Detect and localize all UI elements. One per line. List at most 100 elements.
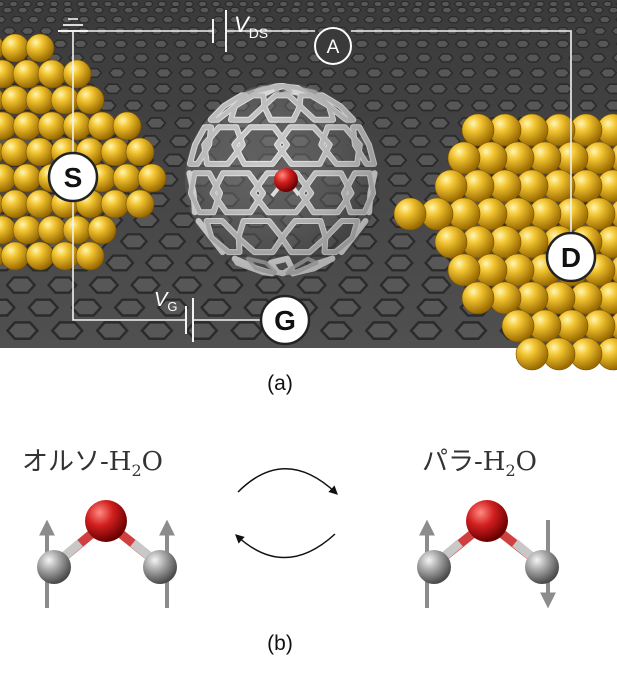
gold-atom xyxy=(25,241,55,271)
graphene-hex xyxy=(168,134,192,148)
graphene-hex xyxy=(220,53,237,63)
graphene-hex xyxy=(319,321,354,341)
graphene-hex xyxy=(183,0,195,7)
graphene-hex xyxy=(378,134,402,148)
caption-a: (a) xyxy=(267,372,293,395)
graphene-hex xyxy=(394,39,410,49)
ammeter-label: A xyxy=(327,37,340,58)
graphene-hex xyxy=(574,26,589,36)
graphene-hex xyxy=(153,83,173,95)
graphene-hex xyxy=(481,53,498,63)
graphene-hex xyxy=(516,6,529,14)
graphene-hex xyxy=(372,53,389,63)
gold-atom xyxy=(0,85,30,115)
graphene-hex xyxy=(156,298,189,317)
drain-terminal: D xyxy=(545,231,597,283)
graphene-hex xyxy=(372,298,405,317)
graphene-hex xyxy=(150,99,171,112)
graphene-hex xyxy=(434,39,450,49)
graphene-hex xyxy=(178,83,198,95)
gold-atom xyxy=(112,111,142,141)
gold-atom xyxy=(0,33,30,63)
graphene-hex xyxy=(428,83,448,95)
graphene-hex xyxy=(229,321,264,341)
graphene-hex xyxy=(595,39,611,49)
graphene-hex xyxy=(562,6,574,14)
graphene-hex xyxy=(577,6,590,14)
graphene-hex xyxy=(16,6,29,14)
graphene-hex xyxy=(531,16,544,24)
graphene-hex xyxy=(32,6,44,14)
graphene-hex xyxy=(178,67,196,78)
graphene-hex xyxy=(550,99,571,112)
graphene-hex xyxy=(70,298,103,317)
graphene-hex xyxy=(415,53,433,63)
graphene-hex xyxy=(48,0,60,7)
ammeter-icon: A xyxy=(314,27,352,65)
graphene-hex xyxy=(264,1,276,7)
graphene-hex xyxy=(507,1,519,7)
graphene-hex xyxy=(241,53,259,63)
panel-a: VDS A VG S D G xyxy=(0,0,617,371)
para-hydrogen-right xyxy=(525,550,559,584)
graphene-hex xyxy=(396,16,410,24)
graphene-hex xyxy=(50,321,84,341)
gold-atom xyxy=(461,281,495,315)
graphene-hex xyxy=(387,172,413,187)
graphene-hex xyxy=(104,254,135,272)
gold-atom xyxy=(501,309,535,343)
graphene-hex xyxy=(521,1,532,7)
graphene-hex xyxy=(467,1,478,7)
graphene-hex xyxy=(350,53,368,63)
graphene-hex xyxy=(224,0,235,7)
graphene-hex xyxy=(133,53,150,63)
graphene-hex xyxy=(564,16,578,24)
graphene-hex xyxy=(46,276,78,294)
graphene-hex xyxy=(589,53,607,63)
ortho-oxygen xyxy=(85,500,127,542)
graphene-hex xyxy=(365,67,384,78)
graphene-hex xyxy=(389,67,407,78)
graphene-hex xyxy=(399,1,411,7)
graphene-hex xyxy=(592,26,607,36)
vg-battery-icon xyxy=(185,298,194,342)
graphene-hex xyxy=(441,6,453,14)
graphene-hex xyxy=(103,83,123,95)
graphene-hex xyxy=(497,16,511,24)
gold-atom xyxy=(515,337,549,371)
graphene-hex xyxy=(400,117,422,130)
graphene-hex xyxy=(471,6,484,14)
graphene-hex xyxy=(278,1,289,7)
graphene-hex xyxy=(318,1,330,7)
graphene-hex xyxy=(10,16,24,24)
graphene-hex xyxy=(372,1,384,7)
gold-atom xyxy=(447,253,481,287)
graphene-hex xyxy=(480,1,492,7)
vg-label: VG xyxy=(154,289,177,314)
graphene-hex xyxy=(128,83,148,95)
graphene-hex xyxy=(579,83,599,95)
graphene-hex xyxy=(0,298,17,317)
graphene-hex xyxy=(453,1,465,7)
svg-text:S: S xyxy=(64,162,83,193)
gold-atom xyxy=(12,215,42,245)
graphene-hex xyxy=(305,1,316,7)
graphene-hex xyxy=(474,39,490,49)
graphene-hex xyxy=(184,254,215,272)
gold-atom xyxy=(62,59,92,89)
graphene-hex xyxy=(363,16,376,24)
graphene-hex xyxy=(575,1,586,7)
gold-atom xyxy=(125,137,155,167)
graphene-hex xyxy=(523,99,545,112)
graphene-hex xyxy=(332,1,343,7)
ortho-water-label: オルソ-H2O xyxy=(22,447,163,480)
graphene-hex xyxy=(128,16,141,24)
graphene-hex xyxy=(183,6,196,14)
graphene-hex xyxy=(435,67,454,78)
graphene-hex xyxy=(203,83,223,95)
graphene-hex xyxy=(116,0,127,7)
graphene-hex xyxy=(130,276,161,294)
graphene-hex xyxy=(199,298,233,317)
graphene-hex xyxy=(27,16,40,24)
graphene-hex xyxy=(415,298,449,317)
